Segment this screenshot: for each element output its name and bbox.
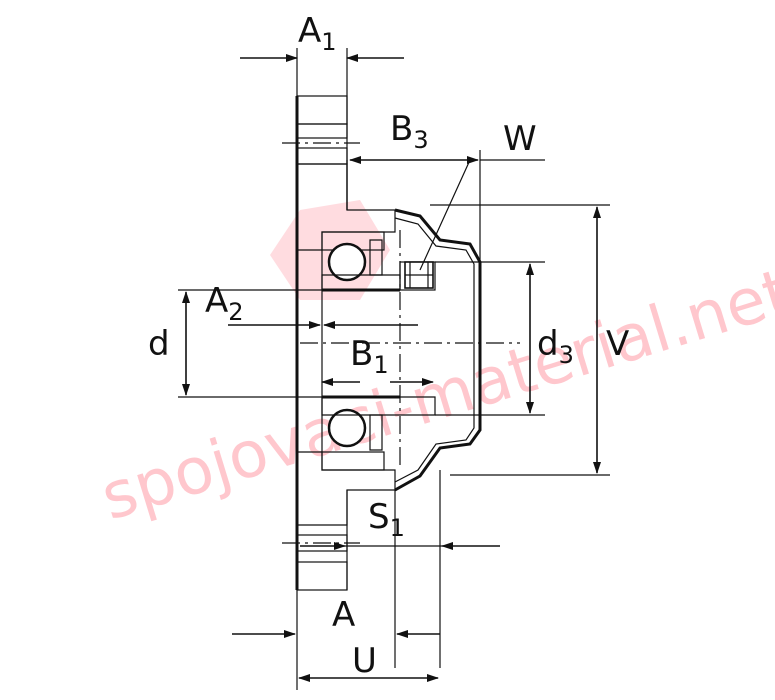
ball-bottom bbox=[327, 408, 367, 448]
label-d: d bbox=[148, 324, 170, 364]
label-v: V bbox=[606, 324, 629, 364]
label-s1: S1 bbox=[368, 497, 405, 542]
label-b3: B3 bbox=[390, 109, 429, 154]
watermark-text: spojovaci-material.net bbox=[93, 255, 775, 535]
label-b1: B1 bbox=[350, 334, 389, 379]
label-a1: A1 bbox=[298, 11, 337, 56]
center-lines bbox=[282, 142, 520, 544]
label-a: A bbox=[332, 595, 355, 635]
label-u: U bbox=[352, 641, 377, 681]
ball-top bbox=[327, 242, 367, 282]
watermark: spojovaci-material.net bbox=[93, 200, 775, 535]
label-d3: d3 bbox=[537, 324, 574, 369]
label-a2: A2 bbox=[205, 281, 244, 326]
dimension-labels: A1 B3 W A2 d B1 d3 V S1 A U bbox=[148, 11, 629, 681]
dimensions bbox=[178, 48, 610, 690]
end-cap bbox=[394, 208, 482, 492]
label-w: W bbox=[503, 119, 537, 159]
